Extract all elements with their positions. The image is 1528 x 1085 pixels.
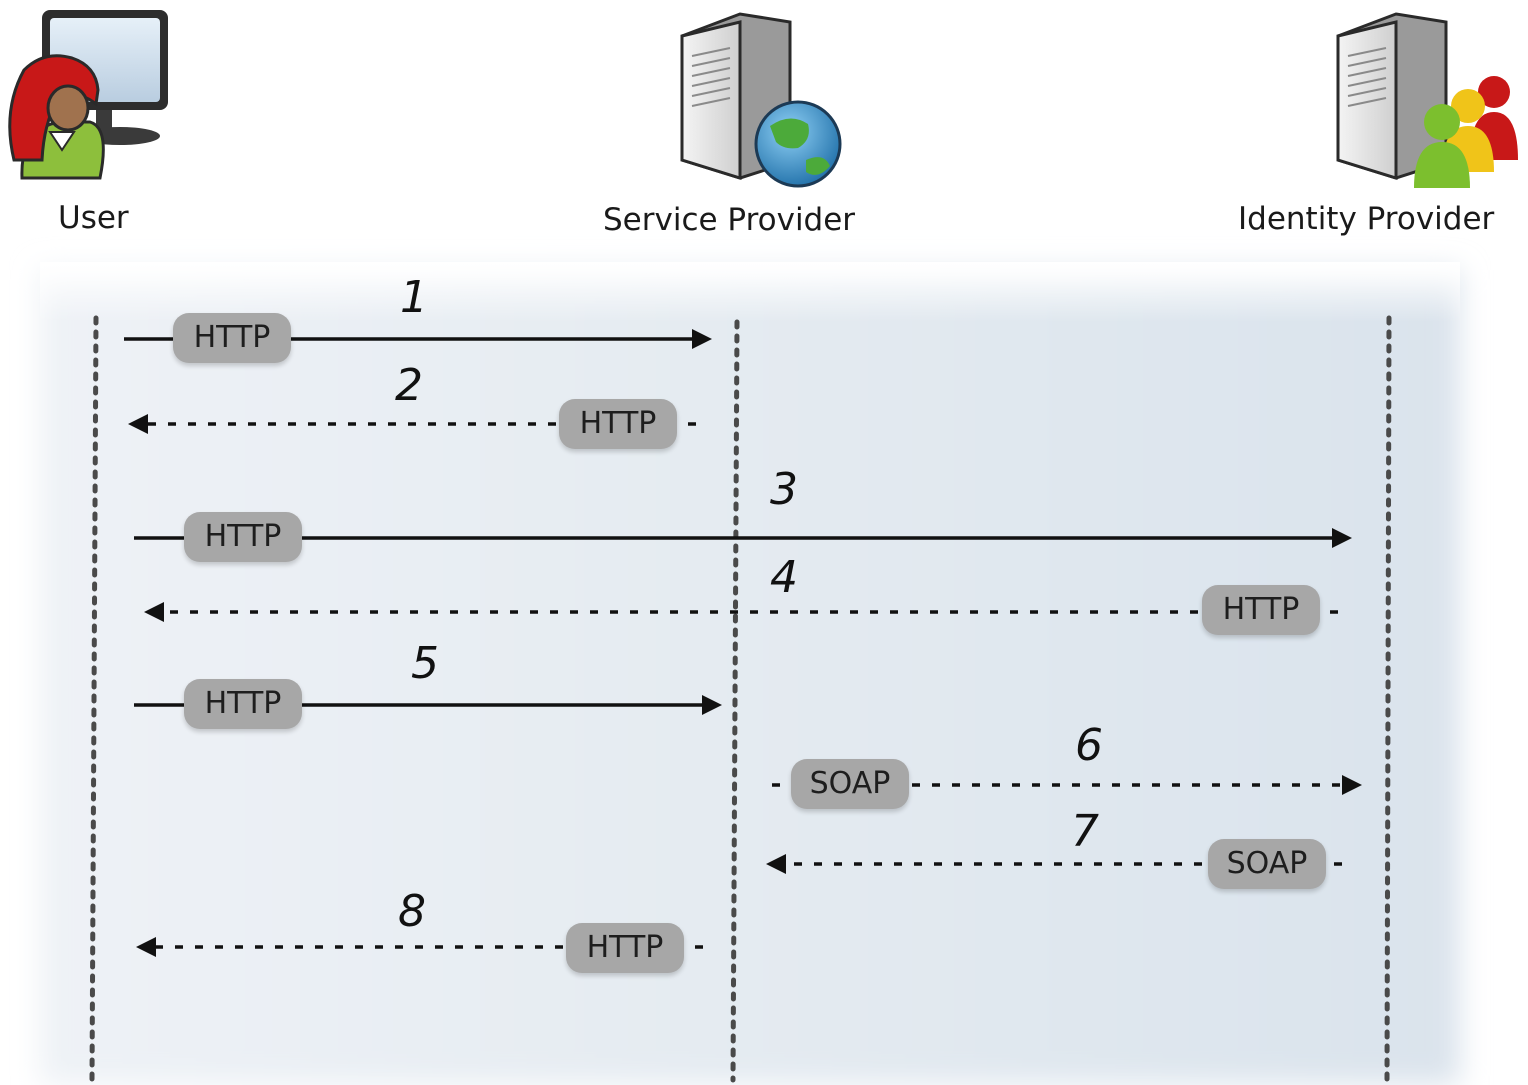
- step-1-number: 1: [400, 272, 428, 323]
- step-4-protocol-badge: HTTP: [1202, 585, 1320, 635]
- step-8-arrow-head: [136, 937, 156, 957]
- step-1-protocol-badge: HTTP: [173, 313, 291, 363]
- step-6-protocol-badge: SOAP: [791, 759, 909, 809]
- step-7-number: 7: [1071, 806, 1099, 857]
- step-2-arrow-head: [128, 414, 148, 434]
- step-5-arrow-head: [702, 695, 722, 715]
- step-3-arrow-head: [1332, 528, 1352, 548]
- user-lifeline: [89, 315, 99, 1083]
- service-provider-label: Service Provider: [603, 202, 856, 238]
- step-7-protocol-badge: SOAP: [1208, 839, 1326, 889]
- step-3-protocol-badge: HTTP: [184, 512, 302, 562]
- step-8-protocol-badge: HTTP: [566, 923, 684, 973]
- step-3-number: 3: [770, 464, 798, 515]
- step-2-protocol-badge: HTTP: [559, 399, 677, 449]
- user-at-computer-icon: [8, 10, 168, 180]
- step-5-number: 5: [411, 638, 439, 689]
- step-1-arrow-head: [692, 329, 712, 349]
- step-6-number: 6: [1075, 720, 1103, 771]
- diagram-background: [40, 262, 1460, 1085]
- server-globe-icon: [680, 12, 842, 188]
- step-2-number: 2: [395, 360, 423, 411]
- identity-provider-lifeline: [1384, 315, 1392, 1083]
- service-provider-lifeline: [730, 319, 740, 1083]
- step-5-protocol-badge: HTTP: [184, 679, 302, 729]
- step-4-number: 4: [770, 552, 798, 603]
- step-4-arrow-head: [144, 602, 164, 622]
- server-people-icon: [1336, 12, 1518, 188]
- identity-provider-label: Identity Provider: [1238, 201, 1495, 237]
- step-6-arrow-head: [1342, 775, 1362, 795]
- step-7-arrow-head: [766, 854, 786, 874]
- user-label: User: [58, 200, 129, 236]
- step-8-number: 8: [398, 886, 426, 937]
